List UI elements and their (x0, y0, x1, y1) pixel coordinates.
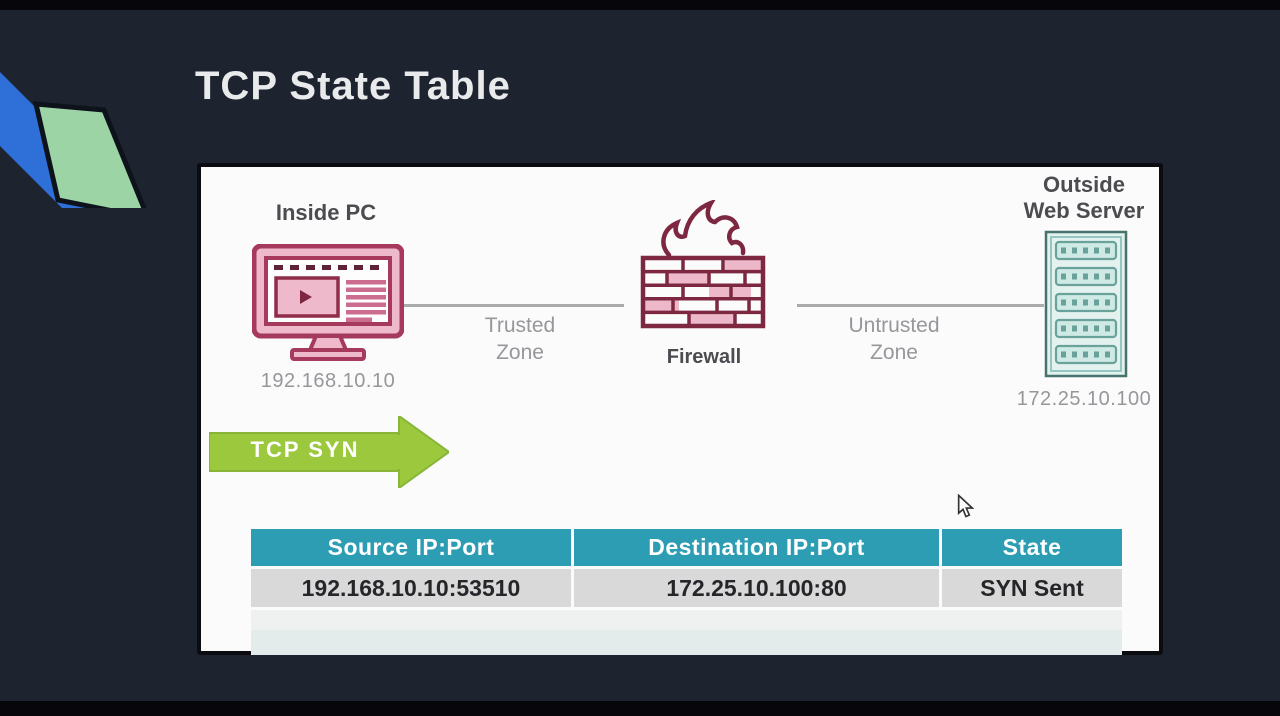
table-header-row: Source IP:Port Destination IP:Port State (251, 529, 1122, 566)
cell-state: SYN Sent (942, 569, 1122, 607)
cell-source-ip-port: 192.168.10.10:53510 (251, 569, 574, 607)
table-empty-row (251, 610, 1122, 630)
packet-arrow (209, 416, 449, 488)
inside-pc-ip: 192.168.10.10 (260, 370, 396, 392)
letterbox-top (0, 0, 1280, 10)
outside-web-server-label: Outside Web Server (1023, 172, 1145, 223)
brand-logo-icon (0, 72, 147, 208)
table-row: 192.168.10.10:53510 172.25.10.100:80 SYN… (251, 569, 1122, 607)
trusted-zone-label: Trusted Zone (484, 314, 556, 365)
outside-web-server-ip: 172.25.10.100 (1016, 388, 1152, 410)
pc-monitor-icon (252, 244, 404, 361)
mouse-cursor-icon (957, 494, 974, 518)
column-header-state: State (942, 529, 1122, 566)
firewall-icon (640, 200, 766, 329)
trusted-link-line (404, 304, 624, 307)
letterbox-bottom (0, 701, 1280, 716)
firewall-label: Firewall (666, 346, 742, 368)
untrusted-zone-label: Untrusted Zone (848, 314, 940, 365)
column-header-destination: Destination IP:Port (574, 529, 942, 566)
packet-arrow-label: TCP SYN (250, 437, 360, 462)
server-rack-icon (1044, 230, 1128, 378)
column-header-source: Source IP:Port (251, 529, 574, 566)
page-title: TCP State Table (195, 64, 511, 108)
slide-canvas: Inside PC 192.168.10.10 Trusted Zone (197, 163, 1163, 655)
table-empty-row (251, 630, 1122, 655)
inside-pc-label: Inside PC (275, 200, 377, 225)
tcp-state-table: Source IP:Port Destination IP:Port State… (251, 529, 1122, 655)
cell-destination-ip-port: 172.25.10.100:80 (574, 569, 942, 607)
untrusted-link-line (797, 304, 1044, 307)
